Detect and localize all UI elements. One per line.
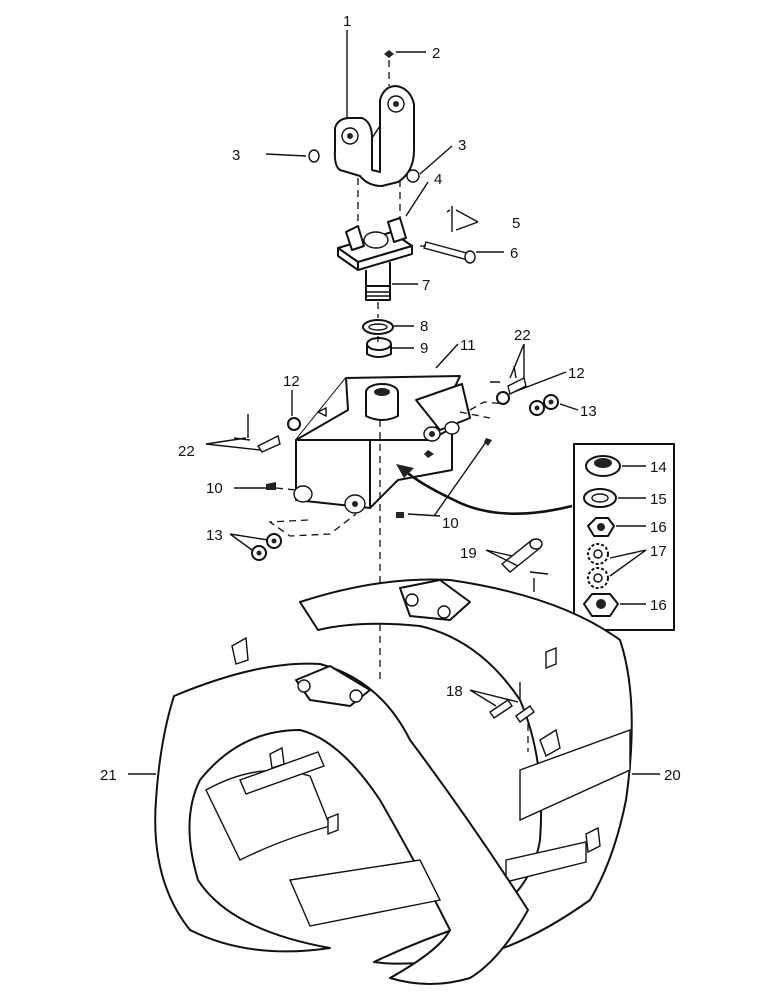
- leader-lines: [128, 30, 660, 775]
- callout-9: 9: [420, 340, 428, 357]
- callout-8: 8: [420, 318, 428, 335]
- callout-21: 21: [100, 767, 117, 784]
- pin-22-right: [507, 376, 527, 396]
- lockwashers-17: [587, 543, 609, 589]
- yoke-pin: [423, 241, 476, 264]
- pin-22-left: [256, 434, 281, 453]
- callout-18: 18: [446, 683, 463, 700]
- callout-17: 17: [650, 543, 667, 560]
- callout-20: 20: [664, 767, 681, 784]
- rotator-bracket: [333, 85, 415, 187]
- callout-1: 1: [343, 13, 351, 30]
- rotator-housing: [293, 375, 471, 514]
- callout-7: 7: [422, 277, 430, 294]
- nut-16-top: [587, 517, 615, 537]
- callout-2: 2: [432, 45, 440, 62]
- callout-16-top: 16: [650, 519, 667, 536]
- bushing-left: [308, 149, 320, 163]
- pin-12-left: [287, 417, 301, 431]
- detail-arrow: [403, 469, 573, 516]
- grease-fitting: [384, 50, 394, 58]
- callout-13-right: 13: [580, 403, 597, 420]
- pin-19: [500, 538, 549, 592]
- callout-14: 14: [650, 459, 667, 476]
- callout-16-bottom: 16: [650, 597, 667, 614]
- callout-15: 15: [650, 491, 667, 508]
- callout-10-right: 10: [442, 515, 459, 532]
- callout-19: 19: [460, 545, 477, 562]
- callout-11: 11: [460, 337, 476, 354]
- pin-12-right: [496, 391, 510, 405]
- callout-labels: 1 2 3 3 4 5 6 7 8 9 11 12 12 22 22 13 10…: [100, 13, 681, 784]
- callout-3-left: 3: [232, 147, 240, 164]
- grapple-tong-left: [154, 636, 529, 985]
- callout-22-left: 22: [178, 443, 195, 460]
- callout-3-right: 3: [458, 137, 466, 154]
- callout-13-left: 13: [206, 527, 223, 544]
- callout-4: 4: [434, 171, 442, 188]
- callout-12-right: 12: [568, 365, 585, 382]
- grease-fitting-10d: [484, 438, 492, 446]
- nuts-13-left: [251, 533, 282, 561]
- callout-5: 5: [512, 215, 520, 232]
- bushing-right: [406, 169, 420, 183]
- bearing: [366, 337, 392, 358]
- grease-fitting-10c: [424, 450, 434, 458]
- bearing-detail-box: [573, 443, 675, 631]
- bearing-14: [585, 455, 621, 477]
- callout-6: 6: [510, 245, 518, 262]
- nut-16-bottom: [583, 593, 619, 617]
- nuts-13-right: [529, 394, 559, 416]
- washer-15: [583, 488, 617, 508]
- grease-fitting-10b: [396, 512, 404, 518]
- callout-12-left: 12: [283, 373, 300, 390]
- callout-10-left: 10: [206, 480, 223, 497]
- cotter-pins: [446, 206, 453, 232]
- callout-22-right: 22: [514, 327, 531, 344]
- grapple-tong-right: [299, 578, 633, 965]
- rotator-yoke: [337, 217, 413, 301]
- pins-18: [489, 682, 535, 723]
- grease-fitting-10a: [266, 482, 276, 490]
